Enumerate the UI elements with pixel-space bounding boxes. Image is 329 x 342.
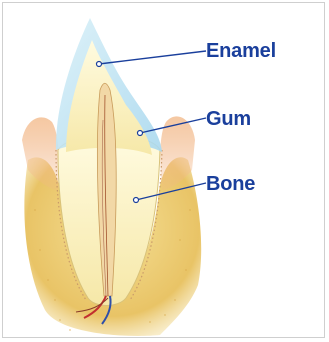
enamel-label: Enamel <box>206 41 276 61</box>
enamel-pointer-dot <box>97 62 102 67</box>
gum-pointer-dot <box>138 131 143 136</box>
bone-label: Bone <box>206 174 255 194</box>
enamel-leader <box>99 51 206 64</box>
gum-label: Gum <box>206 109 251 129</box>
bone-pointer-dot <box>134 198 139 203</box>
